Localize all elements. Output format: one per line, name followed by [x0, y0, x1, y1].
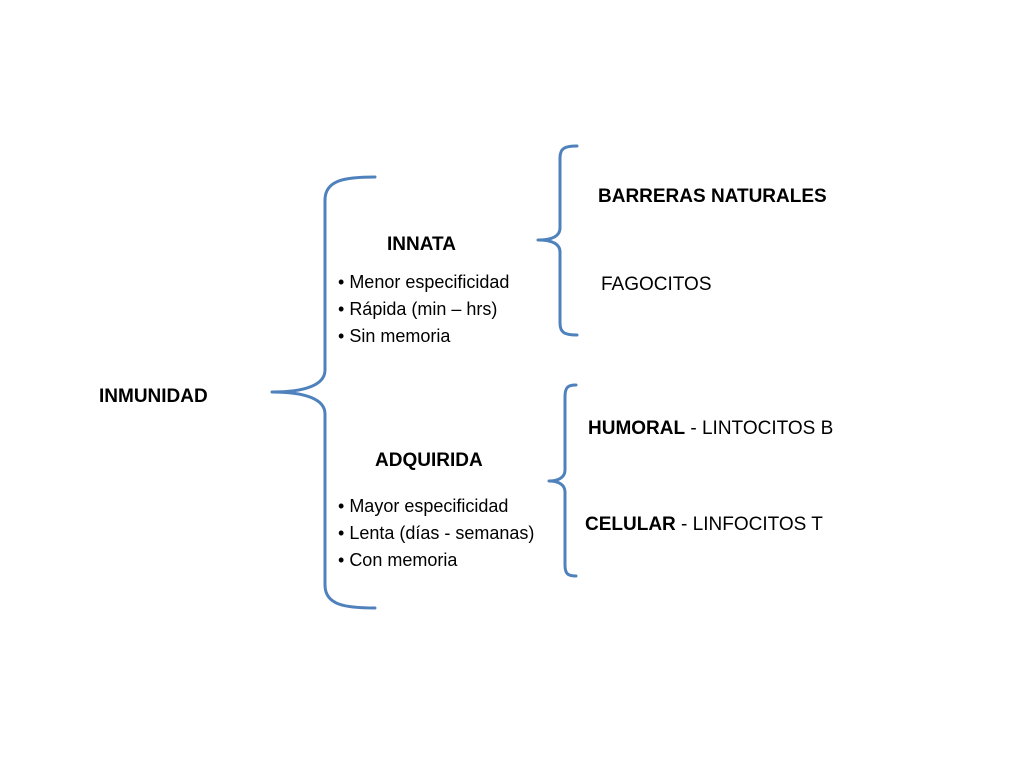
humoral-label: HUMORAL - LINTOCITOS B: [588, 418, 833, 440]
innata-characteristics: Menor especificidad Rápida (min – hrs) S…: [338, 269, 509, 350]
innata-brace: [536, 144, 579, 337]
innata-item: Sin memoria: [338, 323, 509, 350]
main-brace: [270, 175, 377, 610]
adquirida-characteristics: Mayor especificidad Lenta (días - semana…: [338, 493, 534, 574]
celular-label: CELULAR - LINFOCITOS T: [585, 514, 823, 536]
celular-detail: - LINFOCITOS T: [675, 514, 823, 535]
humoral-detail: - LINTOCITOS B: [685, 418, 834, 439]
innata-item: Menor especificidad: [338, 269, 509, 296]
innata-label: INNATA: [387, 234, 456, 255]
innata-item: Rápida (min – hrs): [338, 296, 509, 323]
fagocitos-label: FAGOCITOS: [601, 274, 712, 295]
celular-title: CELULAR: [585, 514, 676, 535]
adquirida-brace: [547, 383, 578, 578]
root-label: INMUNIDAD: [99, 386, 208, 407]
adquirida-item: Mayor especificidad: [338, 493, 534, 520]
adquirida-label: ADQUIRIDA: [375, 450, 483, 471]
adquirida-item: Lenta (días - semanas): [338, 520, 534, 547]
adquirida-item: Con memoria: [338, 547, 534, 574]
humoral-title: HUMORAL: [588, 418, 686, 439]
barreras-naturales-label: BARRERAS NATURALES: [598, 186, 827, 207]
